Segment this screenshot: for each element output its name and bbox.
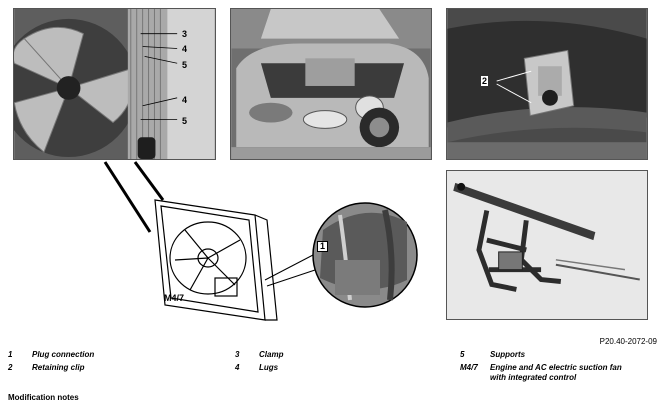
callout-1: 1 [317,241,329,252]
callout-5: 5 [182,60,188,70]
photo-support-frame [446,170,648,320]
support-clip-illustration [447,9,647,159]
reference-code: P20.40-2072-09 [599,337,657,346]
fan-module-drawing: 1 [95,160,435,330]
legend-text: Lugs [259,363,279,372]
photo-fan-radiator: 3 4 5 4 5 [13,8,216,160]
legend-number: 3 [235,350,240,359]
legend-text: Engine and AC electric suction fan [490,363,622,372]
figure-label-m4-7: M4/7 [164,293,185,303]
legend-text: with integrated control [490,373,577,382]
legend-number: 1 [8,350,13,359]
legend-text: Supports [490,350,526,359]
fan-radiator-illustration [14,9,215,159]
legend-text: Retaining clip [32,363,85,372]
modification-notes-heading: Modification notes [8,393,79,402]
callout-4: 4 [182,44,188,54]
callout-4-lower: 4 [182,95,188,105]
legend-number: 2 [8,363,13,372]
legend-number: 5 [460,350,465,359]
support-frame-illustration [447,171,647,319]
photo-support-clip: 2 [446,8,648,160]
callout-2: 2 [481,76,489,86]
callout-5-lower: 5 [182,116,188,126]
car-engine-bay-illustration [231,9,431,159]
photo-engine-bay [230,8,432,160]
legend-text: Plug connection [32,350,95,359]
fan-module-line-drawing [103,161,418,321]
legend-number: 4 [235,363,240,372]
legend-number: M4/7 [460,363,478,372]
legend-text: Clamp [259,350,284,359]
callout-3: 3 [182,29,188,39]
